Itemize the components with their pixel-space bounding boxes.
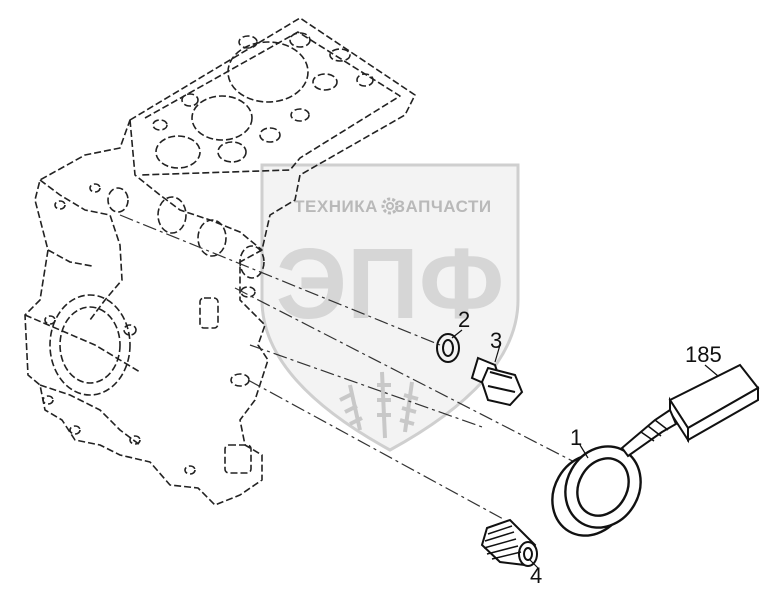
watermark-text-right: ЗАПЧАСТИ <box>394 197 491 216</box>
part-2-washer <box>436 333 460 363</box>
watermark-shield <box>260 163 520 452</box>
callout-part-4: 4 <box>530 563 542 588</box>
callout-part-185: 185 <box>685 342 722 367</box>
watermark-text-left: ТЕХНИКА <box>294 197 378 216</box>
part-3-plug-screw <box>470 356 524 407</box>
engine-block <box>24 17 416 506</box>
part-1-seal-ring <box>551 445 642 537</box>
part-4-insert <box>480 518 538 567</box>
part-185-sealant-tube <box>620 363 760 458</box>
gear-icon <box>381 197 399 215</box>
watermark-wheat-icon <box>339 371 419 439</box>
callout-part-2: 2 <box>458 307 470 332</box>
callout-part-3: 3 <box>490 328 502 353</box>
assembly-lines <box>119 214 591 521</box>
watermark-logo: ЭПФ <box>276 228 504 340</box>
callout-part-1: 1 <box>570 425 582 450</box>
watermark: ЭПФ ТЕХНИКА ЗАПЧАСТИ <box>260 163 520 452</box>
leader-lines <box>451 329 719 569</box>
